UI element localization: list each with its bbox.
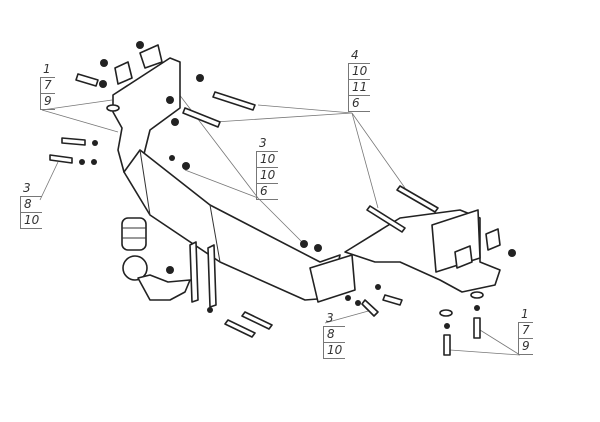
right-bracket bbox=[344, 209, 501, 293]
part-number: 6 bbox=[256, 184, 279, 200]
callout-left: 3 8 10 bbox=[20, 181, 43, 229]
part-number: 1 bbox=[518, 307, 533, 323]
part-number: 4 bbox=[348, 48, 371, 64]
part-number: 3 bbox=[20, 181, 43, 197]
part-number: 10 bbox=[323, 343, 346, 359]
part-number: 9 bbox=[40, 94, 55, 110]
part-number: 1 bbox=[40, 62, 55, 78]
leader-lines bbox=[39, 84, 521, 356]
callout-bottom-center: 3 8 10 bbox=[323, 311, 346, 359]
part-number: 7 bbox=[518, 323, 533, 339]
nuts-washers bbox=[79, 41, 516, 329]
part-number: 7 bbox=[40, 78, 55, 94]
callout-top-right: 4 10 11 6 bbox=[348, 48, 371, 112]
part-number: 10 bbox=[20, 213, 43, 229]
callout-top-left: 1 7 9 bbox=[40, 62, 55, 110]
part-number: 6 bbox=[348, 96, 371, 112]
part-number: 3 bbox=[323, 311, 346, 327]
part-number: 10 bbox=[256, 152, 279, 168]
part-number: 10 bbox=[256, 168, 279, 184]
tow-ball bbox=[121, 217, 217, 308]
part-number: 10 bbox=[348, 64, 371, 80]
part-number: 11 bbox=[348, 80, 371, 96]
callout-bottom-right: 1 7 9 bbox=[518, 307, 533, 355]
part-number: 9 bbox=[518, 339, 533, 355]
left-bracket bbox=[112, 44, 181, 173]
bolts bbox=[49, 73, 481, 356]
main-beam bbox=[123, 149, 356, 303]
part-number: 8 bbox=[20, 197, 43, 213]
part-number: 8 bbox=[323, 327, 346, 343]
part-number: 3 bbox=[256, 136, 279, 152]
callout-center: 3 10 10 6 bbox=[256, 136, 279, 200]
